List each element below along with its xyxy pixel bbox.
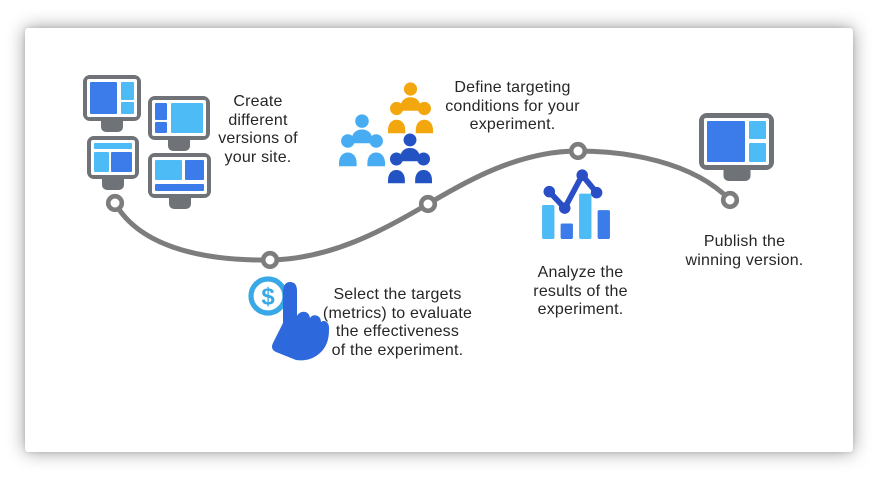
monitor-stand [168,197,191,209]
monitors-grid-icon [83,74,215,216]
monitor-icon-variant-d [148,153,211,209]
monitor-stand [723,169,750,181]
pointer-hand-icon [272,282,330,361]
publish-monitor-icon [699,113,774,181]
monitor-stand [102,178,124,190]
step-caption-define-targeting: Define targeting conditions for your exp… [445,79,580,134]
flow-node [720,190,740,210]
monitor-stand [101,120,123,132]
flow-node [418,194,438,214]
audience-group-icon-lightblue [339,114,385,168]
monitor-icon-variant-c [87,136,139,190]
bar-chart-line-icon [542,169,610,239]
flow-node [260,250,280,270]
step-caption-publish-winner: Publish the winning version. [685,233,804,269]
flow-node [568,141,588,161]
dollar-coin-icon: $ [248,276,288,316]
audience-group-icon-darkblue [388,133,432,185]
tap-dollar-icon: $ [248,276,330,361]
flow-node [105,193,125,213]
monitor-icon-variant-b [148,96,210,151]
monitor-icon-variant-a [83,75,141,132]
svg-text:$: $ [261,284,275,311]
step-caption-create-versions: Create different versions of your site. [218,93,298,167]
step-caption-select-targets: Select the targets (metrics) to evaluate… [322,286,473,360]
step-caption-analyze-results: Analyze the results of the experiment. [533,264,628,319]
monitor-stand [168,139,190,151]
